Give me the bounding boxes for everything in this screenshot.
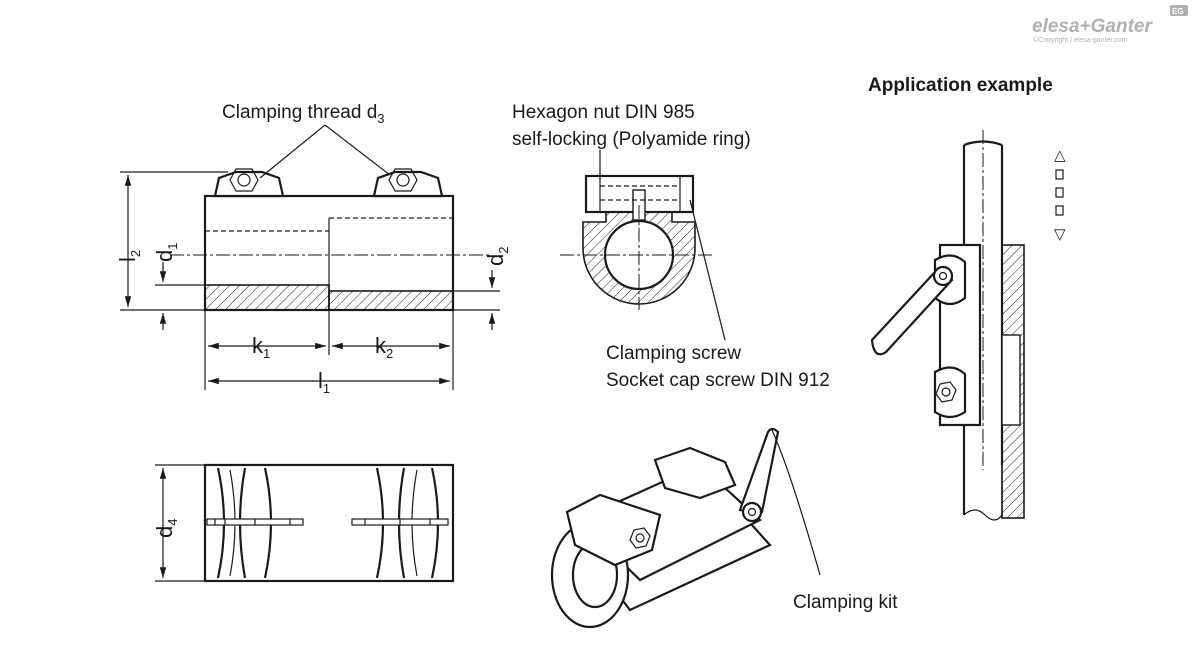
application-example-drawing — [870, 130, 1025, 521]
top-view-outline — [203, 463, 455, 583]
application-example-title: Application example — [868, 75, 1053, 96]
hex-nut-label-line2: self-locking (Polyamide ring) — [512, 129, 751, 150]
section-hatch-left — [204, 284, 330, 311]
section-hatch-right — [328, 290, 454, 311]
arrow-up-icon: △ — [1054, 147, 1066, 164]
dim-d4: d4 — [152, 519, 180, 538]
dim-d1: d1 — [152, 243, 180, 262]
arrow-down-icon: ▽ — [1054, 226, 1066, 243]
clamping-thread-label: Clamping thread d3 — [222, 102, 385, 126]
clamping-screw-label-line1: Clamping screw — [606, 343, 741, 364]
front-view — [120, 124, 500, 390]
iso-hex-nut-icon — [629, 527, 651, 549]
badge-text: EG — [1172, 7, 1184, 16]
copyright-text: ©Copyright | elesa-ganter.com — [1033, 36, 1128, 44]
boss-back — [653, 446, 737, 500]
dim-k2: k2 — [375, 333, 393, 361]
isometric-view — [550, 427, 821, 629]
top-view — [155, 463, 455, 583]
brand-logo: elesa+Ganter ©Copyright | elesa-ganter.c… — [1032, 5, 1188, 44]
badge-icon — [1170, 5, 1188, 16]
app-hex-nut-icon — [935, 381, 957, 403]
clamping-kit-label: Clamping kit — [793, 592, 898, 613]
hex-nut-label-line1: Hexagon nut DIN 985 — [512, 102, 695, 123]
lever-handle — [738, 427, 780, 514]
hex-nut-left-icon — [229, 168, 259, 192]
motion-arrows: △ ▽ — [1054, 147, 1066, 243]
dim-d2: d2 — [483, 247, 511, 266]
dim-k1: k1 — [252, 333, 270, 361]
dim-l1: l1 — [318, 368, 330, 396]
side-section-view — [560, 150, 726, 341]
dim-l2: l2 — [115, 250, 143, 262]
clamping-screw-label-line2: Socket cap screw DIN 912 — [606, 370, 830, 391]
logo-text: elesa+Ganter — [1032, 16, 1153, 37]
hex-nut-right-icon — [388, 168, 418, 192]
